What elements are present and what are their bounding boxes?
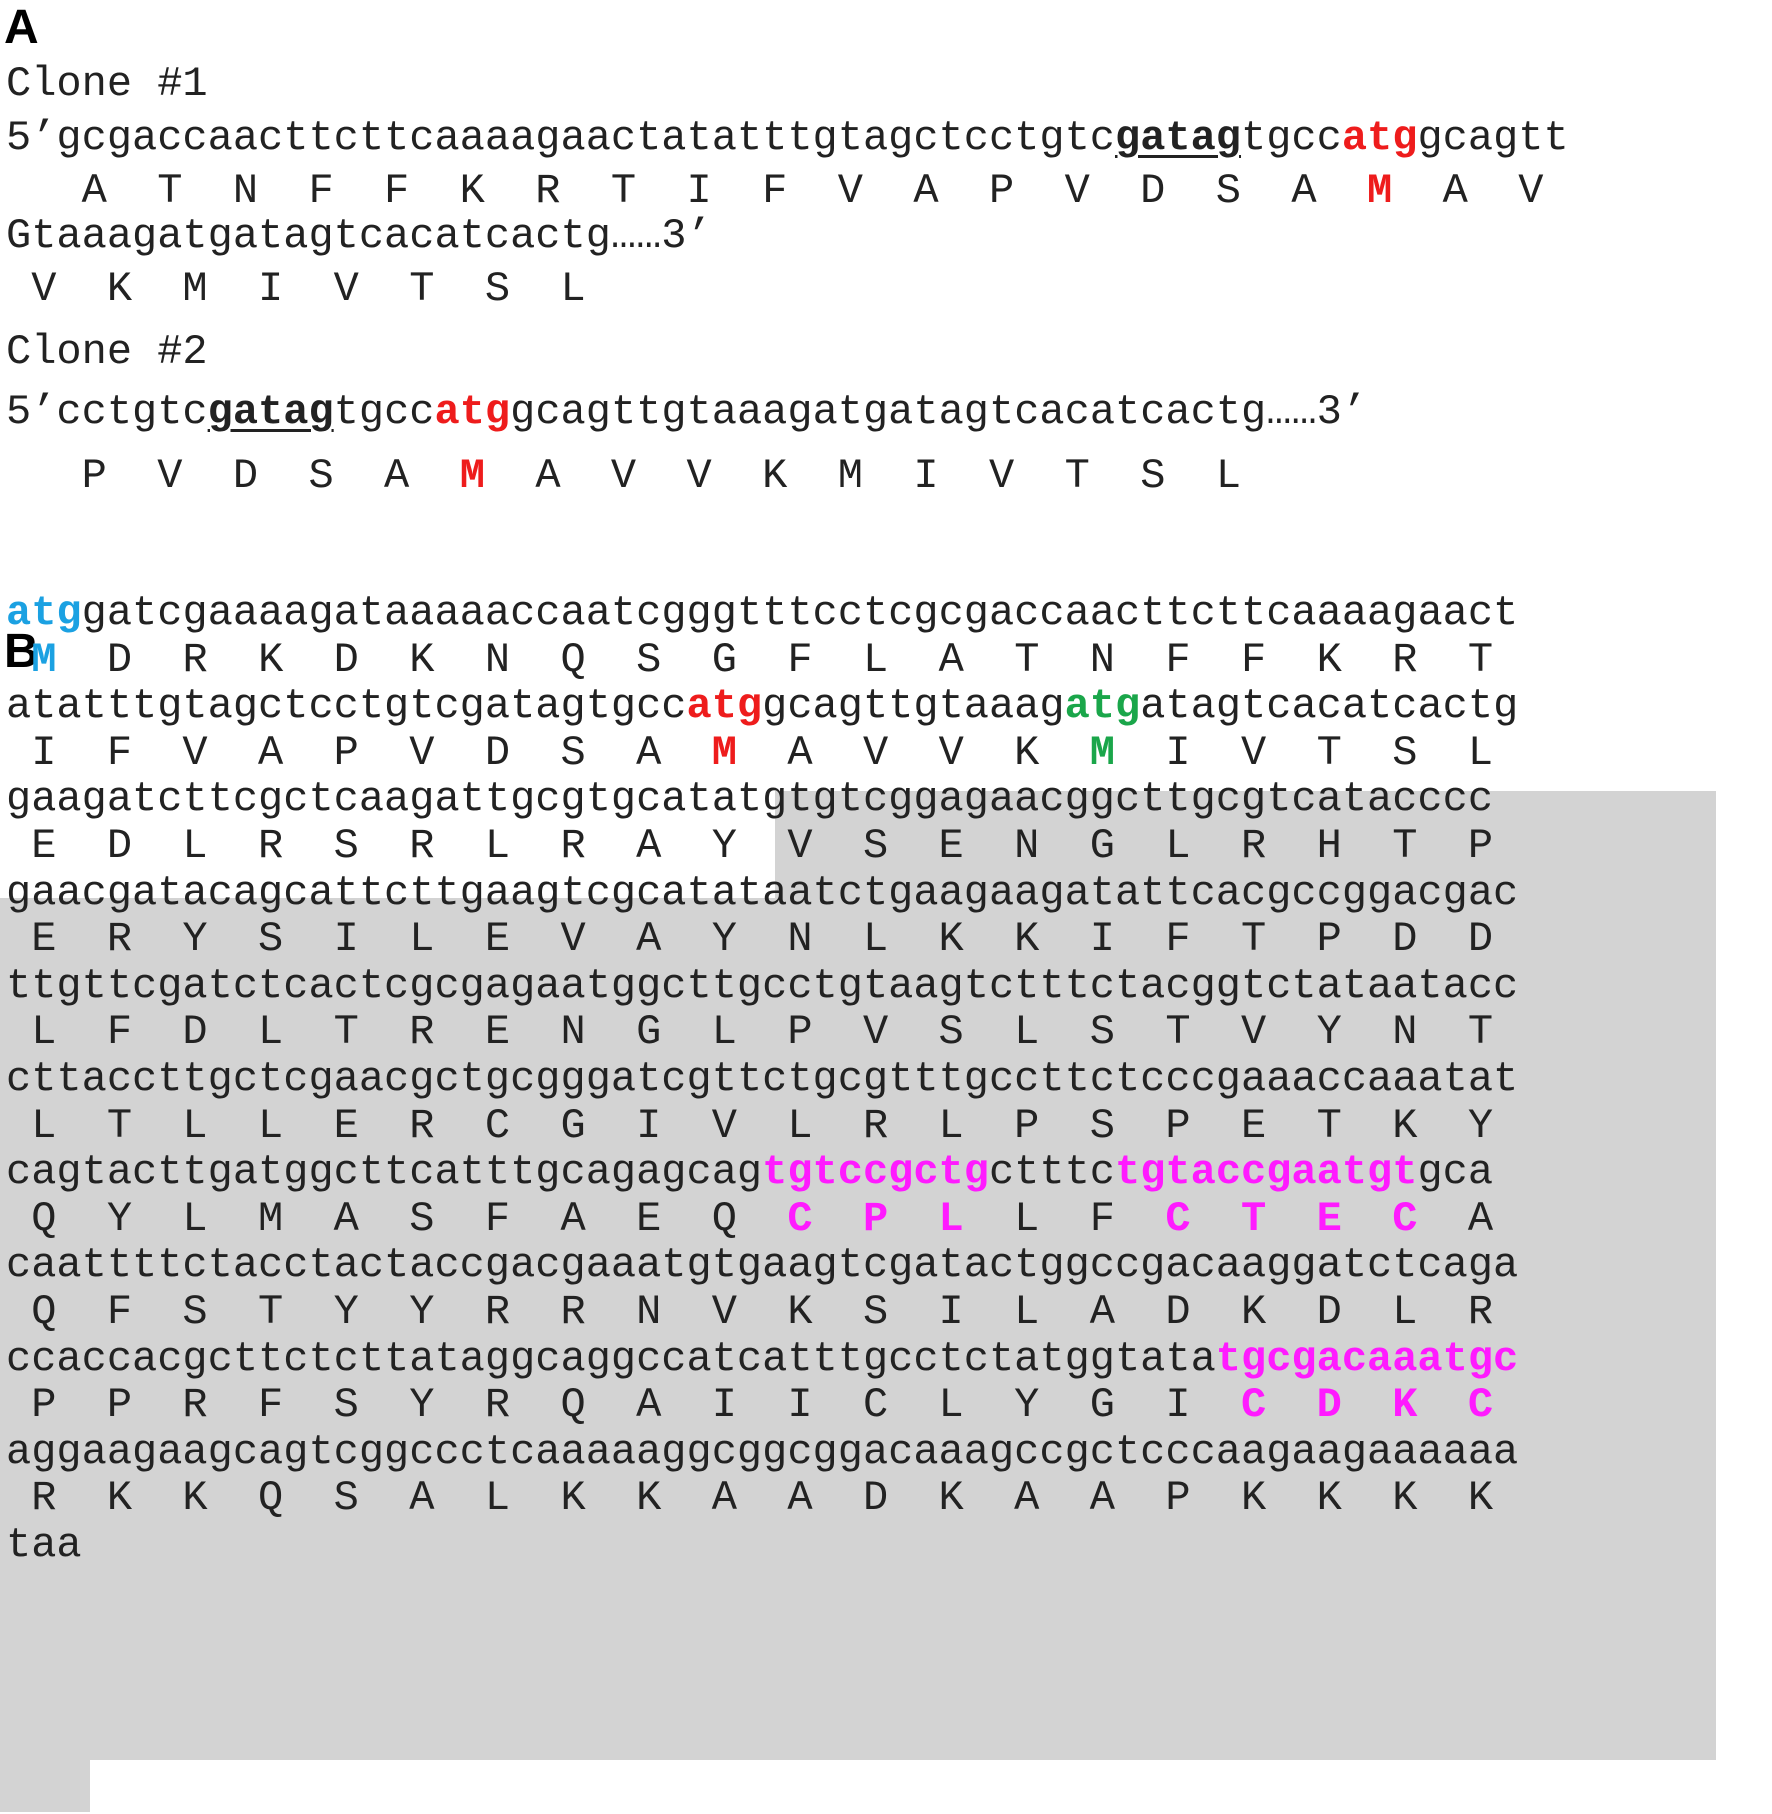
highlighted-sequence-segment: C D K C [1241, 1381, 1494, 1430]
sequence-segment: gaagatcttcgctcaagattgcgtgcatatgtgtcggaga… [6, 775, 1494, 824]
clone1-protein-line-2: V K M I V T S L [6, 264, 586, 314]
sequence-segment: L T L L E R C G I V L R L P S P E T K Y [6, 1101, 1494, 1150]
highlighted-sequence-segment: M [1367, 167, 1393, 215]
highlighted-sequence-segment: atg [1341, 114, 1418, 162]
sequence-segment: gatag [1114, 114, 1242, 162]
sequence-segment: Gtaaagatgatagtcacatcactg……3’ [6, 212, 712, 260]
orf-highlight-stop [0, 1760, 90, 1812]
panel-a-label: A [4, 1, 39, 54]
clone1-dna-line-1: 5’gcgaccaacttcttcaaaagaactatatttgtagctcc… [6, 113, 1569, 163]
dna-sequence-line: taa [6, 1520, 82, 1570]
clone2-dna-line: 5’cctgtcgatagtgccatggcagttgtaaagatgatagt… [6, 387, 1367, 437]
sequence-segment: A V [1392, 167, 1544, 215]
highlighted-sequence-segment: M [1089, 728, 1116, 777]
sequence-segment: E R Y S I L E V A Y N L K K I F T P D D [6, 915, 1494, 964]
sequence-segment: ccaccacgcttctcttataggcaggccatcatttgcctct… [6, 1334, 1216, 1383]
sequence-segment: D R K D K N Q S G F L A T N F F K R T [56, 635, 1494, 684]
sequence-segment: ttgttcgatctcactcgcgagaatggcttgcctgtaagtc… [6, 961, 1519, 1010]
highlighted-sequence-segment: atg [1064, 682, 1141, 731]
clone2-title: Clone #2 [6, 328, 208, 376]
sequence-segment [6, 636, 31, 684]
protein-sequence-line: R K K Q S A L K K A A D K A A P K K K K [6, 1473, 1493, 1523]
clone1-title: Clone #1 [6, 60, 208, 108]
protein-sequence-line: E R Y S I L E V A Y N L K K I F T P D D [6, 914, 1493, 964]
highlighted-sequence-segment: C P L [787, 1194, 964, 1243]
sequence-segment: cttaccttgctcgaacgctgcgggatcgttctgcgtttgc… [6, 1055, 1519, 1103]
sequence-segment: gcagtt [1417, 114, 1569, 162]
sequence-segment: A V V K [736, 728, 1090, 777]
sequence-segment: aggaagaagcagtcggccctcaaaaaggcggcggacaaag… [6, 1427, 1519, 1476]
sequence-segment: E D L R S R L R A Y V S E N G L R H T P [6, 822, 1494, 870]
orf-highlight-first-row [775, 791, 1716, 898]
sequence-segment: I F V A P V D S A [6, 728, 712, 777]
sequence-segment: gatcgaaaagataaaaaccaatcgggtttcctcgcgacca… [81, 589, 1519, 637]
orf-highlight-body [0, 898, 1716, 1760]
protein-sequence-line: E D L R S R L R A Y V S E N G L R H T P [6, 821, 1493, 871]
panel-b-label: B [4, 625, 39, 678]
protein-sequence-line: Q Y L M A S F A E Q C P L L F C T E C A [6, 1194, 1493, 1244]
highlighted-sequence-segment: atg [686, 682, 763, 731]
sequence-segment: P P R F S Y R Q A I I C L Y G I [6, 1381, 1242, 1430]
highlighted-sequence-segment: tgtccgctg [762, 1148, 989, 1197]
clone1-protein-line-1: A T N F F K R T I F V A P V D S A M A V [6, 166, 1544, 216]
sequence-segment: 5’cctgtc [6, 388, 208, 436]
highlighted-sequence-segment: atg [434, 388, 511, 436]
sequence-segment: I V T S L [1115, 728, 1494, 777]
dna-sequence-line: aggaagaagcagtcggccctcaaaaaggcggcggacaaag… [6, 1427, 1518, 1477]
dna-sequence-line: ttgttcgatctcactcgcgagaatggcttgcctgtaagtc… [6, 961, 1518, 1011]
protein-sequence-line: I F V A P V D S A M A V V K M I V T S L [6, 728, 1493, 778]
sequence-segment: R K K Q S A L K K A A D K A A P K K K K [6, 1474, 1494, 1523]
sequence-segment: 5’gcgaccaacttcttcaaaagaactatatttgtagctcc… [6, 114, 1115, 162]
sequence-segment: gatag [207, 388, 334, 436]
sequence-segment: gcagttgtaaag [762, 682, 1065, 731]
dna-sequence-line: gaagatcttcgctcaagattgcgtgcatatgtgtcggaga… [6, 774, 1493, 824]
sequence-segment: gca [1417, 1148, 1494, 1197]
dna-sequence-line: cttaccttgctcgaacgctgcgggatcgttctgcgtttgc… [6, 1054, 1518, 1104]
sequence-segment: atagtcacatcactg [1140, 682, 1519, 731]
protein-sequence-line: L T L L E R C G I V L R L P S P E T K Y [6, 1101, 1493, 1151]
dna-sequence-line: caattttctacctactaccgacgaaatgtgaagtcgatac… [6, 1240, 1518, 1290]
highlighted-sequence-segment: M [711, 728, 737, 777]
dna-sequence-line: cagtacttgatggcttcatttgcagagcagtgtccgctgc… [6, 1147, 1493, 1197]
protein-sequence-line: Q F S T Y Y R R N V K S I L A D K D L R [6, 1287, 1493, 1337]
sequence-segment: cagtacttgatggcttcatttgcagagcag [6, 1148, 763, 1197]
highlighted-sequence-segment: C T E C [1165, 1194, 1418, 1243]
highlighted-sequence-segment: tgcgacaaatgc [1215, 1334, 1519, 1383]
sequence-segment: tgcc [1241, 114, 1342, 162]
sequence-segment: V K M I V T S L [6, 265, 586, 313]
sequence-segment: L F D L T R E N G L P V S L S T V Y N T [6, 1008, 1494, 1057]
dna-sequence-line: ccaccacgcttctcttataggcaggccatcatttgcctct… [6, 1334, 1518, 1384]
sequence-segment: taa [6, 1521, 82, 1569]
sequence-segment: A T N F F K R T I F V A P V D S A [6, 167, 1368, 215]
sequence-segment: A [1417, 1194, 1494, 1243]
protein-sequence-line: M D R K D K N Q S G F L A T N F F K R T [6, 635, 1493, 685]
sequence-segment: Q Y L M A S F A E Q [6, 1194, 788, 1243]
sequence-segment: atatttgtagctcctgtcgatagtgcc [6, 682, 687, 731]
highlighted-sequence-segment: tgtaccgaatgt [1115, 1148, 1418, 1197]
highlighted-sequence-segment: atg [6, 589, 82, 637]
sequence-segment: A V V K M I V T S L [484, 452, 1242, 500]
dna-sequence-line: gaacgatacagcattcttgaagtcgcatataatctgaaga… [6, 868, 1518, 918]
sequence-segment: L F [963, 1194, 1166, 1243]
highlighted-sequence-segment: M [459, 452, 485, 500]
dna-sequence-line: atggatcgaaaagataaaaaccaatcgggtttcctcgcga… [6, 588, 1518, 638]
protein-sequence-line: P P R F S Y R Q A I I C L Y G I C D K C [6, 1380, 1493, 1430]
clone2-protein-line: P V D S A M A V V K M I V T S L [6, 451, 1241, 501]
sequence-segment: caattttctacctactaccgacgaaatgtgaagtcgatac… [6, 1241, 1519, 1290]
sequence-segment: tgcc [333, 388, 435, 436]
sequence-segment: ctttc [988, 1148, 1115, 1197]
dna-sequence-line: atatttgtagctcctgtcgatagtgccatggcagttgtaa… [6, 681, 1518, 731]
highlighted-sequence-segment: M [31, 635, 57, 684]
clone1-dna-line-2: Gtaaagatgatagtcacatcactg……3’ [6, 211, 712, 261]
sequence-segment: P V D S A [6, 452, 460, 500]
sequence-segment: gaacgatacagcattcttgaagtcgcatataatctgaaga… [6, 868, 1519, 917]
sequence-segment: gcagttgtaaagatgatagtcacatcactg……3’ [510, 388, 1368, 436]
protein-sequence-line: L F D L T R E N G L P V S L S T V Y N T [6, 1007, 1493, 1057]
sequence-segment: Q F S T Y Y R R N V K S I L A D K D L R [6, 1288, 1494, 1336]
